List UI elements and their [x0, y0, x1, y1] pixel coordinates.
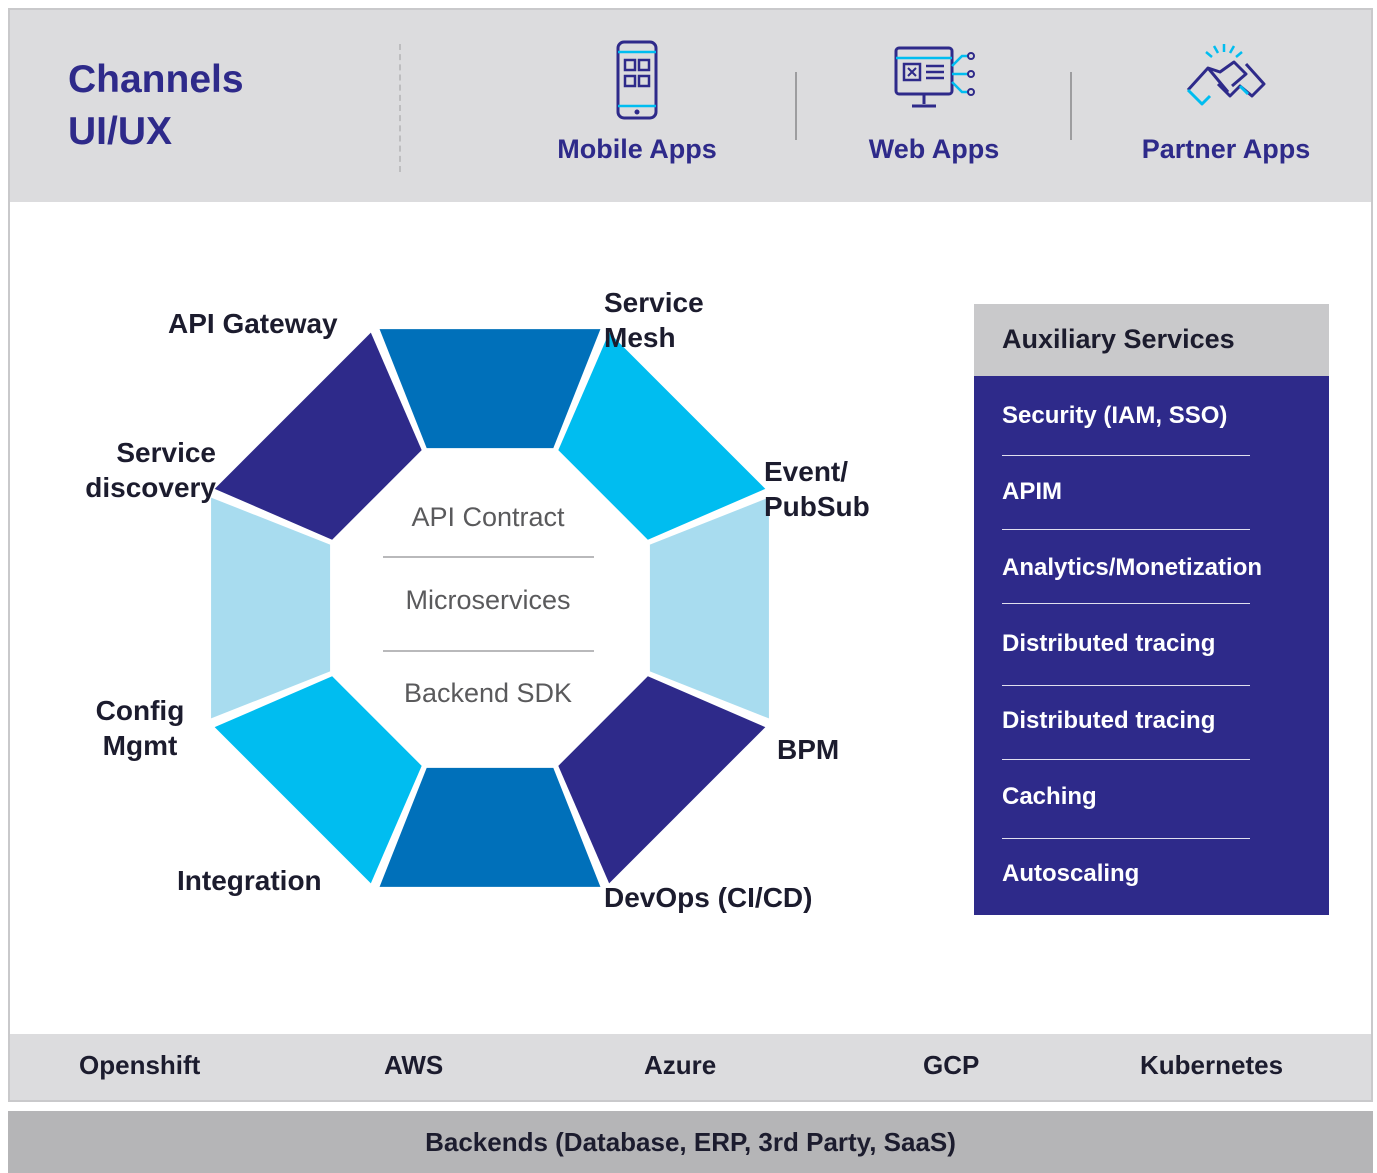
core-octagon	[211, 329, 769, 887]
web-apps-label: Web Apps	[868, 134, 1000, 164]
channels-title-line1: Channels	[68, 58, 244, 101]
aux-item-distributed-tracing: Distributed tracing	[1002, 630, 1216, 657]
diagram-frame	[8, 8, 1373, 1102]
segment-service-discovery	[211, 497, 331, 719]
label-config-mgmt: Config Mgmt	[60, 693, 220, 763]
label-bpm-line1: BPM	[777, 734, 840, 765]
partner-apps-label: Partner Apps	[1141, 134, 1311, 164]
apps-divider-2	[1070, 72, 1072, 140]
label-event-pubsub-line2: PubSub	[764, 491, 870, 522]
aux-item-distributed-tracing-2: Distributed tracing	[1002, 707, 1216, 734]
segment-api-gateway	[214, 332, 422, 540]
aux-divider	[1002, 759, 1250, 760]
mobile-apps-label: Mobile Apps	[557, 134, 717, 164]
aux-item-caching: Caching	[1002, 783, 1097, 810]
label-api-gateway: API Gateway	[168, 306, 338, 341]
label-service-discovery-line2: discovery	[85, 472, 216, 503]
platform-azure: Azure	[644, 1050, 717, 1080]
segment-event-pubsub	[558, 332, 766, 540]
aux-divider	[1002, 603, 1250, 604]
channels-title: Channels UI/UX	[68, 54, 244, 158]
label-integration-line1: Integration	[177, 865, 322, 896]
platforms-band: Openshift AWS Azure GCP Kubernetes	[10, 1034, 1371, 1100]
apps-divider-1	[795, 72, 797, 140]
auxiliary-services-header: Auxiliary Services	[974, 304, 1329, 376]
label-service-mesh-line2: Mesh	[604, 322, 676, 353]
center-divider-2	[383, 650, 594, 652]
aux-item-analytics: Analytics/Monetization	[1002, 554, 1263, 581]
label-event-pubsub: Event/ PubSub	[764, 454, 870, 524]
aux-divider	[1002, 685, 1250, 686]
label-integration: Integration	[177, 863, 322, 898]
label-api-gateway-line1: API Gateway	[168, 308, 338, 339]
segment-integration	[379, 767, 601, 887]
aux-divider	[1002, 838, 1250, 839]
handshake-icon	[1186, 44, 1266, 106]
label-devops: DevOps (CI/CD)	[604, 880, 812, 915]
aux-divider	[1002, 455, 1250, 456]
web-app-icon	[894, 46, 975, 108]
channels-title-line2: UI/UX	[68, 110, 173, 153]
platform-gcp: GCP	[923, 1050, 980, 1080]
auxiliary-services-title: Auxiliary Services	[1002, 324, 1235, 354]
backends-label: Backends (Database, ERP, 3rd Party, SaaS…	[425, 1127, 956, 1157]
label-devops-line1: DevOps (CI/CD)	[604, 882, 813, 913]
platform-aws: AWS	[384, 1050, 444, 1080]
label-config-mgmt-line1: Config	[95, 695, 185, 726]
center-item-microservices: Microservices	[405, 585, 571, 615]
center-divider-1	[383, 556, 594, 558]
channels-band	[10, 10, 1371, 202]
backends-band: Backends (Database, ERP, 3rd Party, SaaS…	[8, 1111, 1373, 1173]
segment-bpm	[649, 497, 769, 719]
label-service-mesh: Service Mesh	[604, 285, 704, 355]
channels-divider	[399, 44, 401, 172]
aux-divider	[1002, 529, 1250, 530]
platform-openshift: Openshift	[79, 1050, 201, 1080]
aux-item-apim: APIM	[1002, 478, 1062, 505]
label-bpm: BPM	[777, 732, 839, 767]
segment-config-mgmt	[214, 676, 422, 884]
center-item-api-contract: API Contract	[411, 502, 565, 532]
aux-item-security: Security (IAM, SSO)	[1002, 402, 1228, 429]
label-service-mesh-line1: Service	[604, 287, 704, 318]
aux-item-autoscaling: Autoscaling	[1002, 860, 1140, 887]
segment-devops	[558, 676, 766, 884]
auxiliary-services-panel: Auxiliary Services Security (IAM, SSO) A…	[974, 304, 1329, 915]
mobile-app-icon	[616, 40, 658, 120]
label-event-pubsub-line1: Event/	[764, 456, 849, 487]
label-service-discovery-line1: Service	[116, 437, 216, 468]
label-config-mgmt-line2: Mgmt	[102, 730, 178, 761]
platform-kubernetes: Kubernetes	[1140, 1050, 1284, 1080]
label-service-discovery: Service discovery	[46, 435, 216, 505]
center-item-backend-sdk: Backend SDK	[403, 678, 573, 708]
segment-service-mesh	[379, 329, 601, 449]
